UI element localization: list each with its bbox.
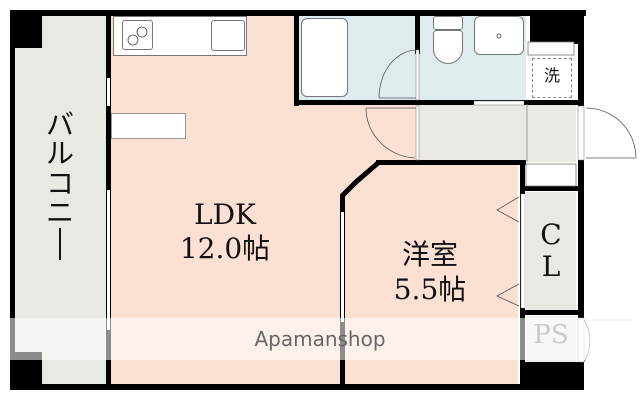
balcony-label: バ ル コ ニ (40, 110, 80, 260)
bath-toilet-wall (415, 14, 420, 54)
diagonal-wall (340, 161, 380, 198)
washer-label: 洗 (543, 66, 560, 85)
toilet-tank-icon (433, 16, 463, 30)
washing-machine-space: 洗 (532, 58, 572, 98)
western-room-size: 5.5帖 (393, 273, 467, 306)
stove-icon (122, 20, 153, 50)
entrance (526, 104, 576, 162)
right-outer-wall (578, 10, 584, 390)
balcony-corner-top (10, 10, 42, 48)
bath-left-wall (294, 14, 299, 106)
toilet-bowl-icon (433, 30, 463, 64)
balcony-outer-wall (10, 10, 15, 390)
top-wall (10, 10, 586, 16)
bath-bottom-wall (294, 100, 584, 105)
ldk-size: 12.0帖 (179, 232, 271, 265)
ldk-name: LDK (194, 198, 256, 231)
counter-peninsula (111, 113, 186, 139)
closet-label-c: C (540, 218, 562, 251)
washbasin-icon (474, 16, 524, 55)
bathtub-icon (301, 18, 348, 97)
hallway (418, 104, 526, 162)
watermark-text: Apamanshop (254, 327, 386, 351)
corner-block-topright (530, 14, 582, 44)
ps-bottom-block (520, 362, 584, 390)
hall-bottom-wall (376, 160, 526, 165)
closet-room (526, 192, 576, 310)
watermark-band (10, 318, 640, 360)
closet-bottom-wall (520, 310, 580, 315)
western-room-name: 洋室 (401, 238, 458, 271)
kitchen-sink-icon (211, 20, 245, 51)
closet-top-wall (520, 186, 580, 191)
closet-label-l: L (541, 250, 561, 283)
bottom-wall (10, 384, 580, 390)
